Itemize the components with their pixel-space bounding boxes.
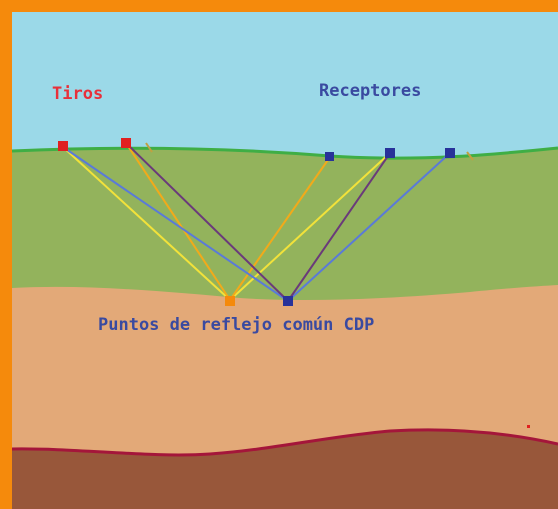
ray-blue-1 (62, 146, 289, 302)
sky (12, 12, 558, 157)
cdp-point-orange (225, 296, 235, 306)
cdp-point-navy (283, 296, 293, 306)
ray-orange-2 (229, 156, 331, 301)
surface-tick (145, 142, 153, 153)
deep-layer (12, 429, 558, 509)
ray-purple-1 (125, 142, 289, 302)
receivers-label: Receptores (319, 81, 421, 101)
surface-tick (466, 151, 474, 161)
shot-marker (58, 141, 68, 151)
ray-paths (62, 142, 451, 302)
ray-yellow-2 (229, 152, 391, 301)
shots-label: Tiros (52, 84, 103, 104)
red-dot (527, 425, 530, 428)
ray-blue-2 (287, 152, 451, 302)
shot-marker (121, 138, 131, 148)
ray-yellow-1 (62, 146, 231, 301)
cdp-label: Puntos de reflejo común CDP (98, 315, 374, 335)
ray-orange-1 (125, 142, 231, 301)
receiver-marker (385, 148, 395, 158)
surface-layer (12, 148, 558, 300)
receiver-marker (445, 148, 455, 158)
ray-purple-2 (287, 152, 391, 302)
reflector-interface-line (11, 428, 558, 457)
receiver-marker (325, 152, 334, 161)
